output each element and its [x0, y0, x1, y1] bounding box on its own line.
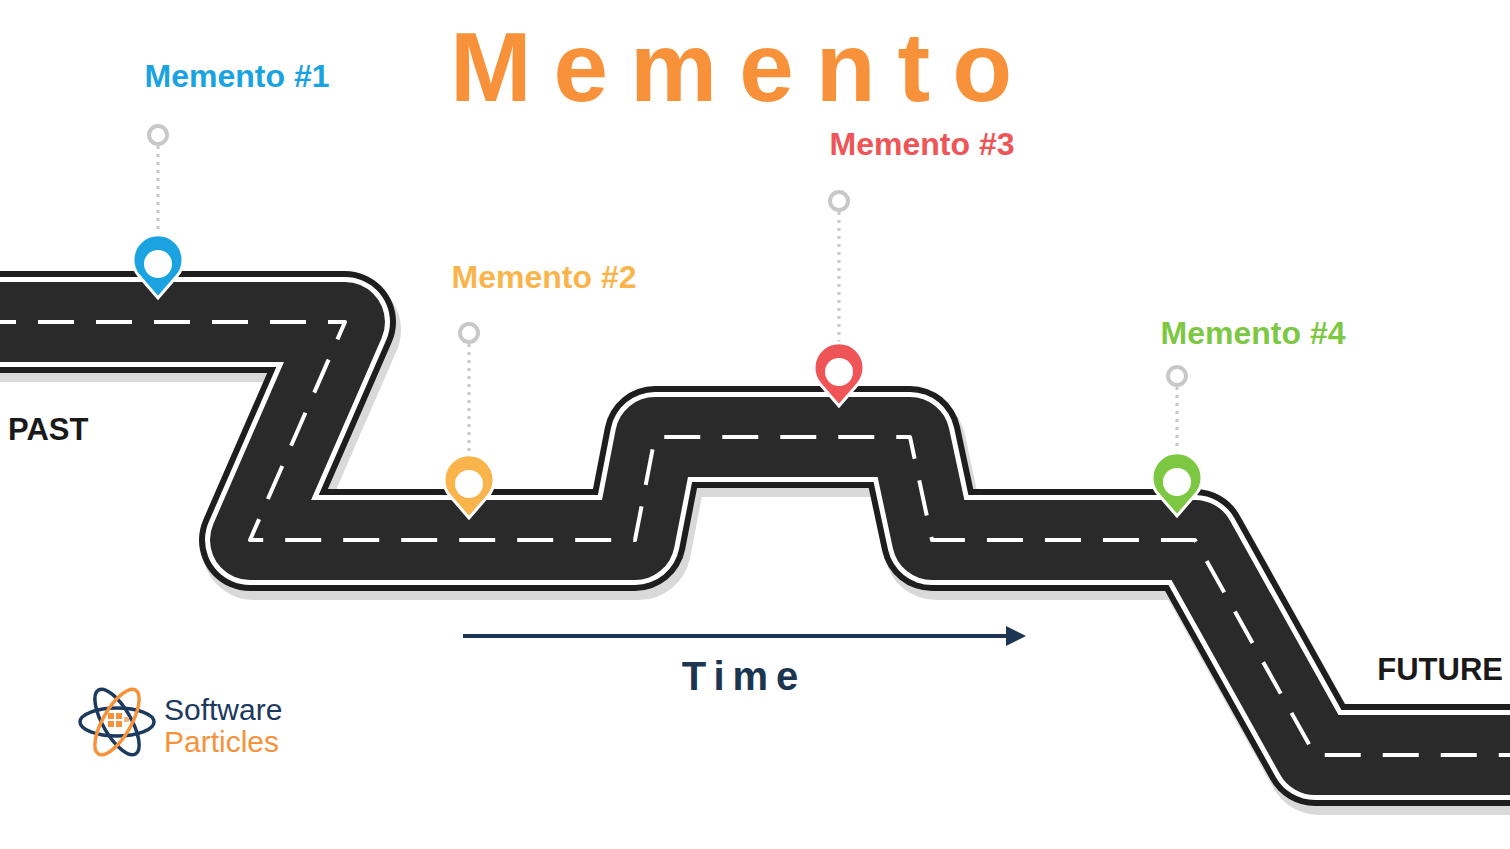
map-pin [1152, 367, 1202, 516]
pin-anchor-dot [149, 126, 167, 144]
pin-hole [144, 250, 172, 278]
pin-hole [1163, 468, 1191, 496]
diagram-title: Memento [450, 14, 1034, 122]
pin-marker [814, 343, 864, 406]
pin-leader [157, 146, 160, 238]
pin-leader [468, 344, 471, 458]
road [0, 322, 1510, 763]
road-white-border [0, 322, 1510, 755]
map-pin [814, 192, 864, 406]
pin-marker [444, 455, 494, 518]
pin-anchor-dot [830, 192, 848, 210]
pin-leader [1176, 387, 1179, 456]
milestone-label: Memento #4 [1161, 316, 1346, 351]
map-pin [133, 126, 183, 298]
timeline-end-label: FUTURE [1377, 653, 1503, 687]
pins [133, 126, 1202, 518]
logo-atom-icon [80, 683, 154, 761]
pin-anchor-dot [460, 324, 478, 342]
road-outer-edge [0, 322, 1510, 755]
logo-text: Software [164, 693, 282, 726]
pin-hole [825, 358, 853, 386]
timeline-start-label: PAST [8, 413, 88, 447]
pin-leader [838, 212, 841, 346]
road-surface [0, 322, 1510, 755]
logo-text: Particles [164, 725, 279, 758]
map-pin [444, 324, 494, 518]
milestone-label: Memento #1 [145, 59, 330, 94]
pin-anchor-dot [1168, 367, 1186, 385]
road-lane-dashes [0, 322, 1510, 755]
milestone-label: Memento #3 [830, 127, 1015, 162]
axis-label: Time [682, 654, 807, 698]
milestone-label: Memento #2 [452, 260, 637, 295]
pin-marker [133, 235, 183, 298]
pin-hole [455, 470, 483, 498]
pin-marker [1152, 453, 1202, 516]
time-arrow [463, 634, 1022, 638]
